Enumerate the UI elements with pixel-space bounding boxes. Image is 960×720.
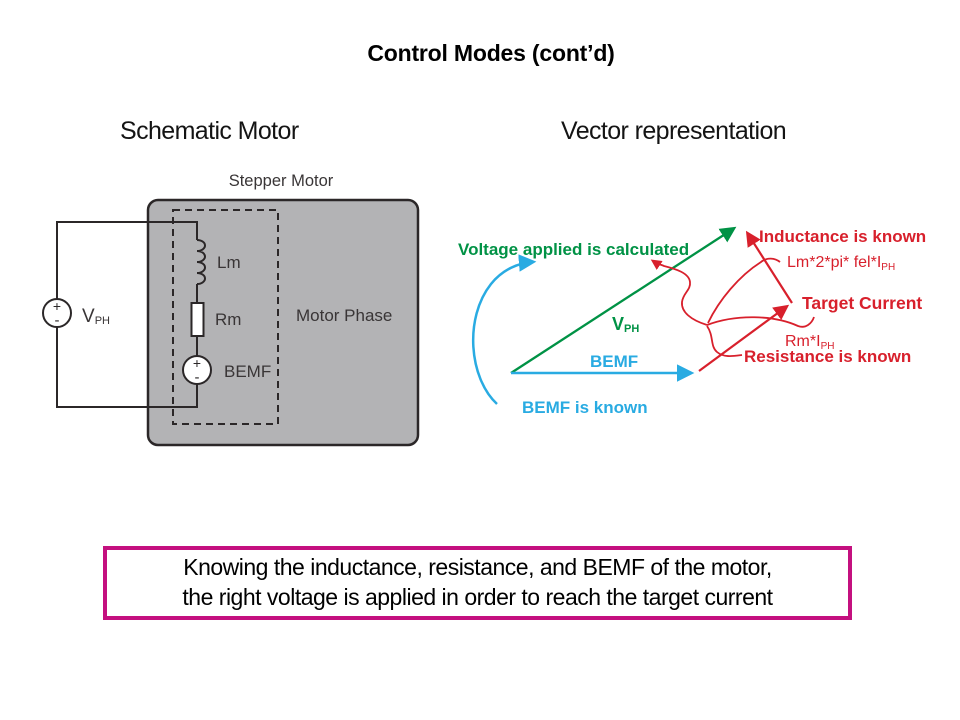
stepper-motor-label: Stepper Motor: [229, 172, 334, 190]
bemf-minus-sign: -: [195, 369, 200, 386]
summary-line-2: the right voltage is applied in order to…: [182, 584, 773, 610]
bemf-rotation-arc: [472, 254, 537, 405]
inductance-vector: [745, 230, 793, 304]
target-current-label: Target Current: [802, 293, 922, 313]
resistor-symbol: [190, 302, 205, 337]
supply-label: VPH: [82, 306, 110, 327]
supply-label-sub: PH: [95, 315, 110, 327]
schematic-heading: Schematic Motor: [120, 117, 299, 145]
vector-heading: Vector representation: [561, 117, 787, 145]
leader-to-inductance-formula: [707, 257, 781, 324]
bemf-plus-sign: +: [193, 355, 201, 371]
resistance-formula-sub: PH: [821, 341, 835, 352]
vector-diagram-group: Voltage applied is calculated VPH BEMF B…: [458, 226, 926, 417]
resistance-note-label: Resistance is known: [744, 347, 911, 366]
vph-vector-label: VPH: [612, 314, 639, 335]
inductor-coil: [196, 239, 206, 285]
schematic-motor-group: Stepper Motor Motor Phase Lm Rm BEMF VPH…: [42, 172, 420, 447]
leader-to-vph-vector: [650, 259, 708, 326]
bemf-vector-label: BEMF: [590, 352, 638, 371]
bottom-wire: [56, 327, 198, 408]
inductance-formula-sub: PH: [881, 262, 895, 273]
inductor-label: Lm: [217, 253, 241, 272]
page-title: Control Modes (cont’d): [367, 40, 615, 66]
vph-source-symbol: [42, 298, 72, 328]
supply-label-main: V: [82, 306, 95, 327]
stepper-motor-body: [146, 198, 420, 447]
top-wire: [56, 221, 198, 299]
voltage-note-label: Voltage applied is calculated: [458, 240, 689, 259]
inductance-note-label: Inductance is known: [759, 227, 926, 246]
resistance-formula-main: Rm*I: [785, 333, 821, 350]
motor-phase-label: Motor Phase: [296, 306, 392, 325]
summary-box: Knowing the inductance, resistance, and …: [103, 546, 852, 620]
vph-vector: [510, 226, 737, 374]
resistor-label: Rm: [215, 310, 241, 329]
vph-minus-sign: -: [55, 312, 60, 329]
vph-vector-label-sub: PH: [624, 323, 639, 335]
bemf-note-label: BEMF is known: [522, 398, 648, 417]
leader-to-target-current: [706, 316, 815, 328]
motor-phase-dashed-box: [172, 209, 279, 425]
vph-vector-label-main: V: [612, 314, 624, 334]
inductance-formula-label: Lm*2*pi* fel*IPH: [787, 254, 895, 273]
summary-line-1: Knowing the inductance, resistance, and …: [183, 554, 772, 581]
vph-plus-sign: +: [53, 298, 61, 314]
bemf-source-label: BEMF: [224, 362, 271, 381]
resistance-formula-label: Rm*IPH: [785, 333, 834, 352]
inductance-formula-main: Lm*2*pi* fel*I: [787, 254, 881, 271]
leader-to-resistance-note: [706, 325, 743, 358]
